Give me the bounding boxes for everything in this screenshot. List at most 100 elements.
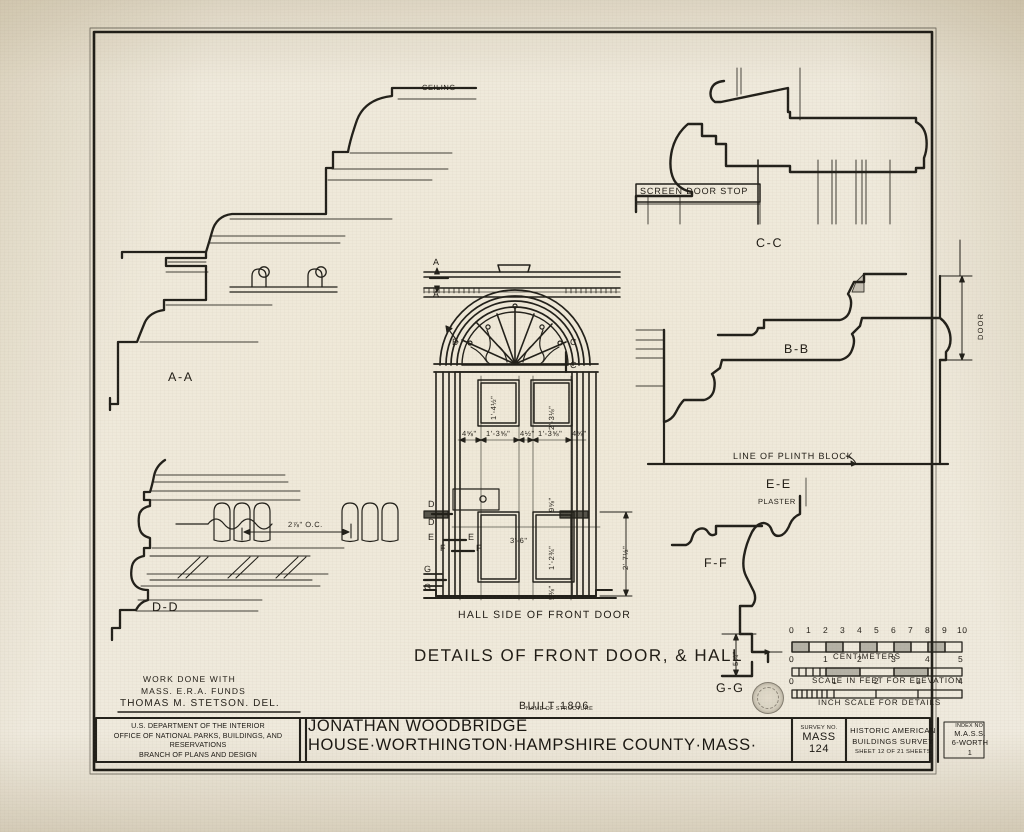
habs-embossed-seal: [752, 682, 784, 714]
ceiling-label: CEILING: [422, 83, 456, 92]
section-bb-door-dimension: [939, 239, 973, 361]
cm-tick-9: 9: [942, 625, 948, 635]
ft-tick-5: 5: [958, 654, 964, 664]
survey-state: MASS: [802, 731, 836, 743]
name-of-structure-caption: NAME OF STRUCTURE: [526, 706, 594, 712]
index-line-2: 6-WORTH: [951, 738, 989, 748]
credit-line-1: WORK DONE WITH: [143, 674, 236, 684]
scale-inch-caption: INCH SCALE FOR DETAILS: [818, 698, 942, 707]
habs-cell: HISTORIC AMERICAN BUILDINGS SURVEY SHEET…: [848, 718, 938, 762]
section-bb-thin: [635, 273, 865, 387]
section-aa-wall: [108, 396, 120, 412]
section-mark-a-bottom: A: [433, 289, 440, 299]
survey-number-cell: SURVEY NO. MASS 124: [792, 718, 846, 762]
ft-tick-0: 0: [789, 654, 795, 664]
dim-h-3: 4½": [520, 429, 535, 438]
dim-v-3: 9⅝": [547, 497, 556, 512]
ft-tick-3: 3: [891, 654, 897, 664]
section-label-g-g: G-G: [716, 681, 745, 695]
dim-h-4: 1'-3⅝": [538, 429, 563, 438]
section-mark-d-bottom: D: [428, 517, 436, 527]
section-aa-profile: [120, 86, 478, 260]
fanlight-tracery: [461, 306, 567, 365]
scale-bar-inches: [791, 689, 963, 699]
dim-v-5: 1'-2¾": [547, 545, 556, 570]
section-dd-thin: [135, 474, 345, 612]
cm-tick-8: 8: [925, 625, 931, 635]
section-dd-pendants: [175, 502, 399, 543]
screen-door-stop-label: SCREEN DOOR STOP: [640, 186, 749, 196]
agency-line-1: U.S. DEPARTMENT OF THE INTERIOR: [131, 721, 265, 730]
section-label-a-a: A-A: [168, 370, 194, 384]
in-tick-1: 1: [832, 676, 838, 686]
section-label-b-b: B-B: [784, 342, 810, 356]
main-drawing-title: DETAILS OF FRONT DOOR, & HALL: [414, 646, 744, 665]
dim-h-1: 4⅝": [462, 429, 477, 438]
door-dimension-label: DOOR: [976, 312, 985, 340]
dim-v-6: 5⅜": [547, 585, 556, 600]
section-bb-extras: [646, 274, 950, 466]
structure-name-cell: JONATHAN WOODBRIDGE HOUSE·WORTHINGTON·HA…: [308, 717, 792, 762]
section-label-f-f: F-F: [704, 556, 729, 570]
elevation-caption: HALL SIDE OF FRONT DOOR: [458, 609, 632, 621]
dim-h-2: 1'-3⅝": [486, 429, 511, 438]
section-label-c-c: C-C: [756, 236, 784, 250]
section-aa-modillions: [229, 266, 338, 293]
section-aa-thin-lines: [209, 98, 477, 244]
cm-tick-2: 2: [823, 625, 829, 635]
scale-bar-centimeters: [791, 641, 963, 653]
door-threshold: [423, 589, 617, 599]
ft-tick-1: 1: [823, 654, 829, 664]
section-mark-g-bottom: G: [424, 582, 432, 592]
section-ee-profile: [738, 494, 802, 636]
scale-bar-feet: [791, 667, 963, 677]
ft-tick-4: 4: [925, 654, 931, 664]
agency-line-3: BRANCH OF PLANS AND DESIGN: [139, 749, 257, 759]
dim-v-2: 2'-3⅛": [547, 405, 556, 430]
in-tick-0: 0: [789, 676, 795, 686]
section-mark-a-top: A: [433, 257, 440, 267]
credit-line-2: MASS. E.R.A. FUNDS: [141, 686, 246, 696]
cm-tick-10: 10: [957, 625, 968, 635]
habs-line-1: HISTORIC AMERICAN: [850, 726, 936, 735]
cm-tick-4: 4: [857, 625, 863, 635]
section-mark-b: B: [452, 337, 459, 347]
in-tick-2: 2: [874, 676, 880, 686]
in-tick-3: 3: [916, 676, 922, 686]
cm-tick-6: 6: [891, 625, 897, 635]
section-label-e-e: E-E: [766, 477, 792, 491]
section-mark-e-right: E: [468, 532, 475, 542]
section-dd-hatch-band: [149, 555, 313, 581]
ft-tick-2: 2: [857, 654, 863, 664]
section-mark-e-left: E: [428, 532, 435, 542]
dim-v-1: 1'-4½": [489, 395, 498, 420]
agency-cell: U.S. DEPARTMENT OF THE INTERIOR OFFICE O…: [98, 718, 298, 762]
cm-tick-3: 3: [840, 625, 846, 635]
section-mark-d-top: D: [428, 499, 436, 509]
cm-tick-5: 5: [874, 625, 880, 635]
dim-v-4: 3'-6": [510, 536, 528, 545]
cm-tick-7: 7: [908, 625, 914, 635]
index-line-3: 1: [967, 747, 973, 757]
oc-spacing-label: 2⅞" O.C.: [288, 520, 323, 529]
line-of-plinth-block-label: LINE OF PLINTH BLOCK: [733, 451, 854, 461]
plaster-label: PLASTER: [758, 497, 796, 506]
section-mark-c-top: C: [570, 337, 578, 347]
section-mark-c-bottom: C: [570, 360, 578, 370]
survey-number: 124: [808, 743, 829, 755]
cm-tick-1: 1: [806, 625, 812, 635]
section-mark-g-top: G: [424, 564, 432, 574]
scale-inch-ticks: 0 1 2 3 4: [789, 676, 972, 691]
title-block: U.S. DEPARTMENT OF THE INTERIOR OFFICE O…: [96, 706, 988, 762]
habs-sheet-count: SHEET 12 OF 21 SHEETS: [855, 749, 931, 755]
section-mark-f-right: F: [476, 543, 483, 553]
section-cc-grain: [817, 159, 891, 225]
agency-line-2: OFFICE OF NATIONAL PARKS, BUILDINGS, AND…: [113, 730, 283, 750]
dim-h-5: 4⅝": [572, 429, 587, 438]
section-dd-end: [110, 626, 122, 642]
credit-delineator: THOMAS M. STETSON. DEL.: [120, 698, 280, 709]
dim-v-7: 2'-7½": [621, 545, 630, 570]
scale-cm-ticks: 0 1 2 3 4 5 6 7 8 9 10: [789, 625, 972, 640]
cm-tick-0: 0: [789, 625, 795, 635]
